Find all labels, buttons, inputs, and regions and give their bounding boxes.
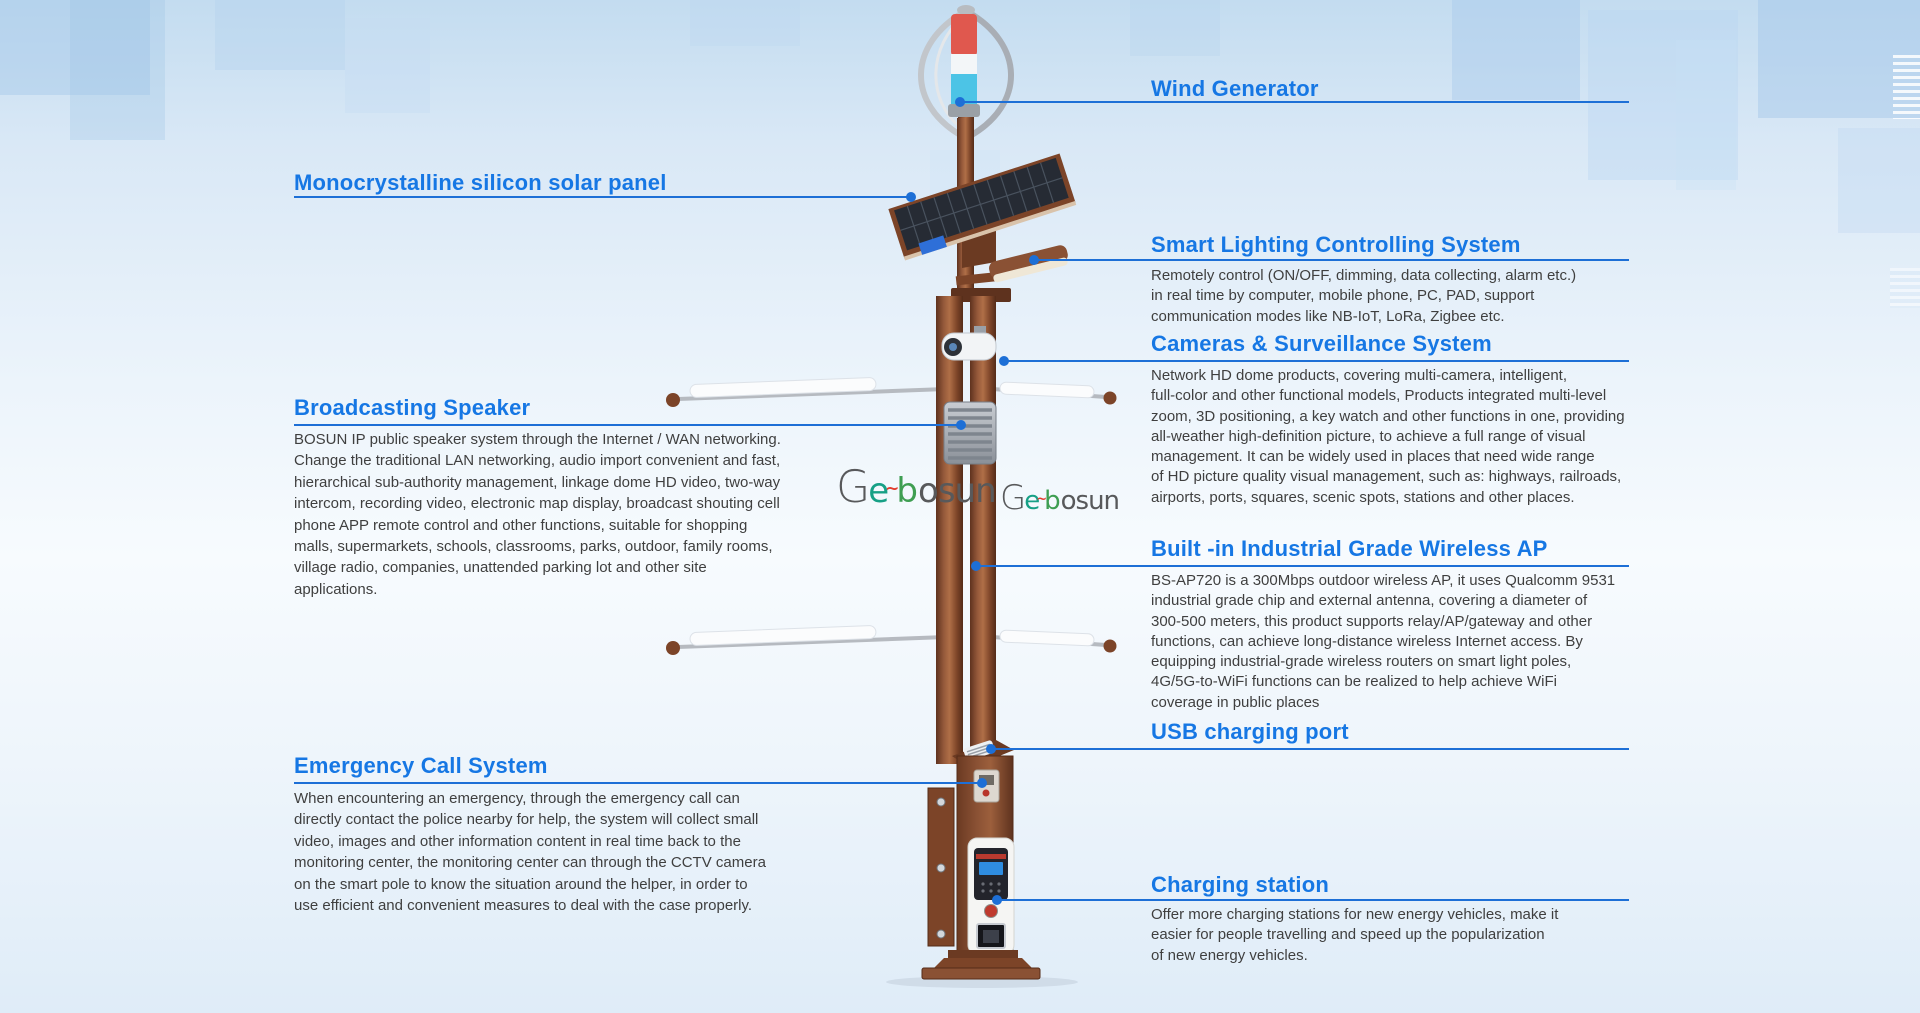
background-mosaic-tile (70, 0, 165, 140)
logo-red-accent: ~ (1036, 491, 1048, 507)
solar-panel-illustration (888, 153, 1077, 268)
charging-leader-line (992, 895, 1629, 905)
logo-letters: osun (918, 471, 997, 511)
banner-arm-upper (666, 377, 1117, 407)
usb-leader-line (986, 744, 1629, 754)
connector-dot (999, 356, 1009, 366)
logo-letter: G (836, 462, 871, 513)
charging-station-description: Offer more charging stations for new ene… (1151, 906, 1559, 964)
logo-letter: b (896, 471, 919, 511)
cabinet-illustration (952, 740, 1015, 957)
connector-dot (971, 561, 981, 571)
usb-charging-title: USB charging port (1151, 719, 1349, 744)
background-mosaic-tile (345, 18, 430, 113)
wind-generator-leader-line (955, 97, 1629, 107)
smart-lighting-title: Smart Lighting Controlling System (1151, 232, 1521, 257)
connector-dot (992, 895, 1002, 905)
wireless-ap-description: BS-AP720 is a 300Mbps outdoor wireless A… (1151, 572, 1616, 711)
background-stripe-block (1893, 55, 1920, 119)
logo-red-accent: ~ (885, 478, 900, 499)
smart-lighting-leader-line (1029, 255, 1629, 265)
cameras-title: Cameras & Surveillance System (1151, 331, 1492, 356)
logo-letter: e (868, 471, 890, 511)
pole-base (886, 950, 1078, 988)
pole-shaft (936, 288, 1011, 764)
connector-dot (1029, 255, 1039, 265)
background-stripe-block (1890, 268, 1920, 308)
emergency-call-description: When encountering an emergency, through … (294, 790, 766, 915)
banner-arm-lower (666, 625, 1117, 655)
solar-panel-leader-line (294, 192, 916, 202)
background-mosaic-tile (1588, 10, 1738, 180)
street-lamp-illustration (955, 245, 1068, 286)
speaker-illustration (943, 401, 997, 465)
connector-dot (986, 744, 996, 754)
gebosun-logo: Ge~bosun (836, 462, 997, 513)
connector-dot (956, 420, 966, 430)
solar-panel-title: Monocrystalline silicon solar panel (294, 170, 667, 195)
cameras-description: Network HD dome products, covering multi… (1151, 367, 1625, 506)
charging-station-title: Charging station (1151, 872, 1329, 897)
connector-dot (955, 97, 965, 107)
emergency-call-title: Emergency Call System (294, 753, 548, 778)
smart-lighting-description: Remotely control (ON/OFF, dimming, data … (1151, 267, 1577, 325)
pole-rear-plate (927, 787, 955, 947)
wireless-ap-title: Built -in Industrial Grade Wireless AP (1151, 536, 1548, 561)
logo-letter: b (1044, 486, 1061, 516)
broadcasting-speaker-description: BOSUN IP public speaker system through t… (294, 431, 781, 598)
smart-pole-illustration (666, 5, 1117, 988)
logo-letter: e (1024, 486, 1041, 516)
background-mosaic-tile (1838, 128, 1920, 233)
background-mosaic-tile (215, 0, 345, 70)
gebosun-logo: Ge~bosun (1000, 478, 1120, 517)
broadcasting-speaker-title: Broadcasting Speaker (294, 395, 531, 420)
background-mosaic-tile (1130, 0, 1220, 56)
connector-dot (906, 192, 916, 202)
connector-dot (977, 778, 987, 788)
cctv-camera-illustration (941, 326, 997, 361)
wind-generator-title: Wind Generator (1151, 76, 1319, 101)
logo-letter: G (1000, 478, 1027, 517)
wireless-ap-leader-line (971, 561, 1629, 571)
background-mosaic-tile (1676, 40, 1736, 190)
background-mosaic-tile (0, 0, 150, 95)
emergency-leader-line (294, 778, 987, 788)
cameras-leader-line (999, 356, 1629, 366)
background-mosaic-tile (1452, 0, 1580, 100)
speaker-leader-line (294, 420, 966, 430)
logo-letters: osun (1060, 486, 1120, 516)
